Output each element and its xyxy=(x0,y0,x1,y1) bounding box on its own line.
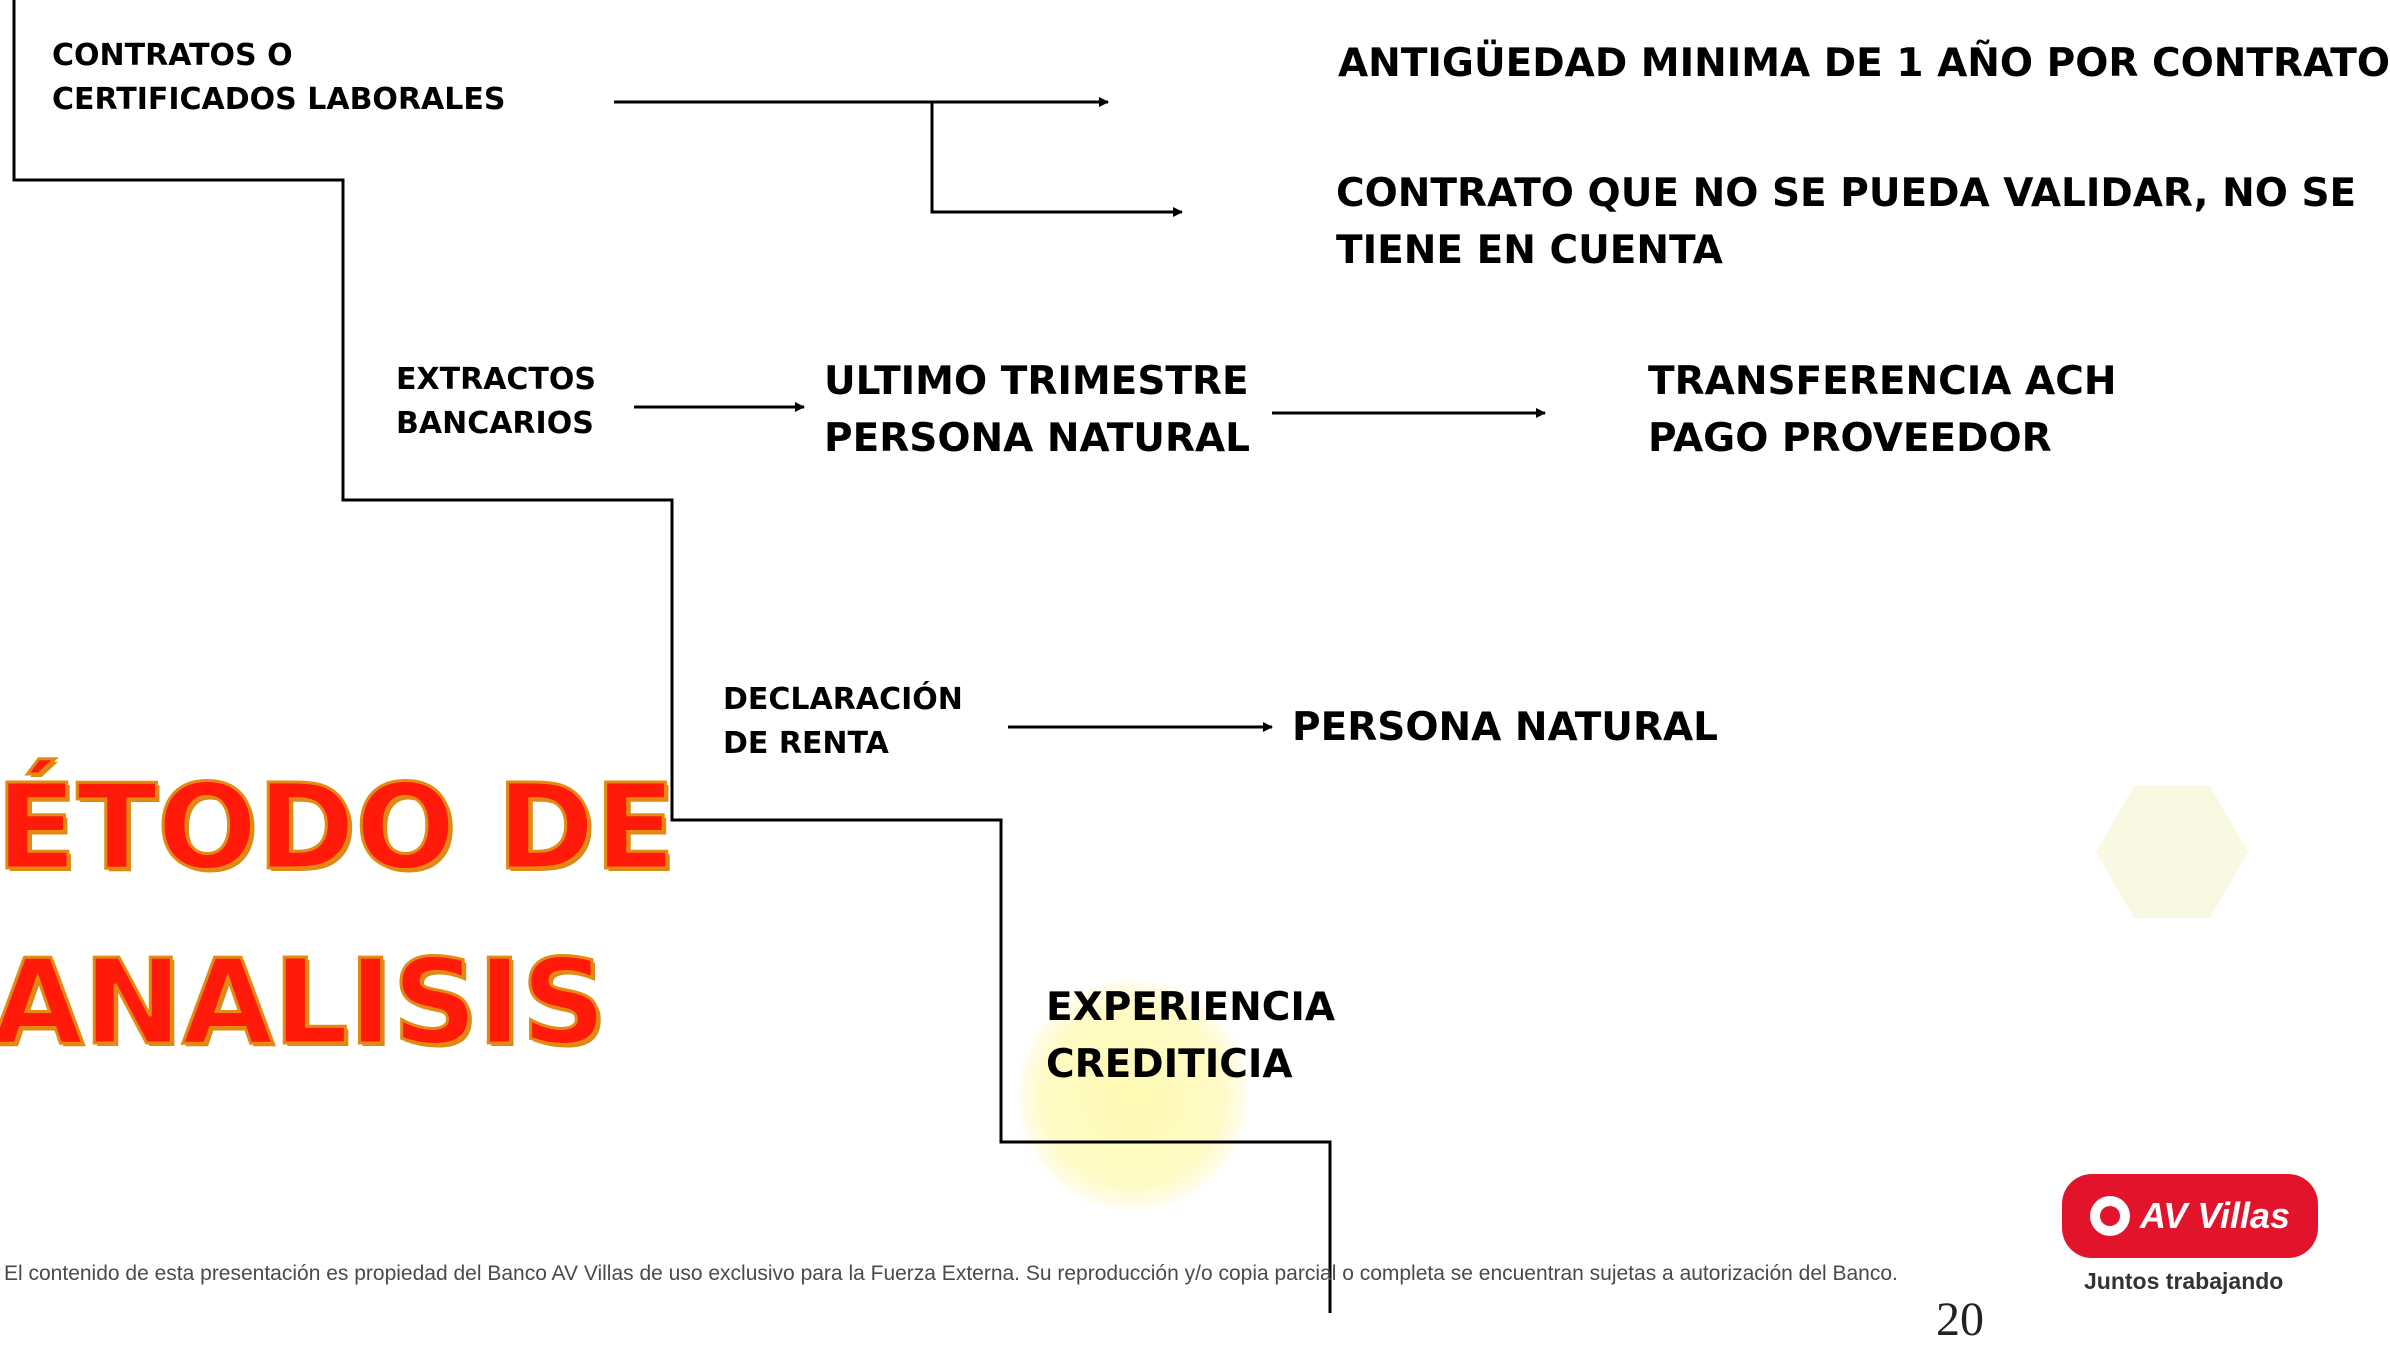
label-extractos-line2: BANCARIOS xyxy=(396,405,594,441)
label-contratos-line2: CERTIFICADOS LABORALES xyxy=(52,81,506,117)
label-trimestre: ULTIMO TRIMESTRE PERSONA NATURAL xyxy=(824,354,1250,467)
decorative-glow-circle xyxy=(1018,980,1248,1210)
label-transferencia-line1: TRANSFERENCIA ACH xyxy=(1648,359,2117,404)
label-trimestre-line2: PERSONA NATURAL xyxy=(824,415,1251,461)
label-extractos: EXTRACTOS BANCARIOS xyxy=(396,358,596,445)
title-line2: ANALISIS xyxy=(0,933,608,1071)
label-validar-line2: TIENE EN CUENTA xyxy=(1336,227,1723,273)
label-antiguedad-text: ANTIGÜEDAD MINIMA DE 1 AÑO POR CONTRATO xyxy=(1338,41,2390,86)
brand-logo-icon xyxy=(2089,1196,2130,1236)
label-declaracion: DECLARACIÓN DE RENTA xyxy=(723,678,963,765)
title-line1: ÉTODO DE xyxy=(0,758,677,896)
brand-name: AV Villas xyxy=(2139,1195,2291,1236)
label-declaracion-line2: DE RENTA xyxy=(723,725,889,761)
diagram-connectors xyxy=(12,0,1546,1313)
arrow-contratos-validar xyxy=(930,102,1183,217)
label-experiencia-line1: EXPERIENCIA xyxy=(1046,985,1336,1030)
label-extractos-line1: EXTRACTOS xyxy=(396,362,596,397)
brand-logo: AV Villas xyxy=(2062,1174,2318,1258)
label-experiencia-line2: CREDITICIA xyxy=(1046,1041,1293,1087)
label-contratos-line1: CONTRATOS O xyxy=(52,38,293,73)
footer-disclaimer: El contenido de esta presentación es pro… xyxy=(4,1262,1898,1285)
label-transferencia: TRANSFERENCIA ACH PAGO PROVEEDOR xyxy=(1648,354,2116,467)
label-transferencia-line2: PAGO PROVEEDOR xyxy=(1648,415,2052,461)
label-declaracion-line1: DECLARACIÓN xyxy=(723,682,963,717)
label-experiencia: EXPERIENCIA CREDITICIA xyxy=(1046,980,1335,1093)
staircase-line xyxy=(12,0,1332,1313)
label-validar: CONTRATO QUE NO SE PUEDA VALIDAR, NO SE … xyxy=(1336,166,2356,279)
label-antiguedad: ANTIGÜEDAD MINIMA DE 1 AÑO POR CONTRATO xyxy=(1338,36,2390,93)
label-persona-natural: PERSONA NATURAL xyxy=(1292,700,1718,757)
label-persona-natural-text: PERSONA NATURAL xyxy=(1292,705,1719,750)
label-trimestre-line1: ULTIMO TRIMESTRE xyxy=(824,359,1249,404)
label-contratos: CONTRATOS O CERTIFICADOS LABORALES xyxy=(52,34,505,121)
label-validar-line1: CONTRATO QUE NO SE PUEDA VALIDAR, NO SE xyxy=(1336,171,2357,216)
page-number: 20 xyxy=(1936,1293,1984,1346)
brand-slogan: Juntos trabajando xyxy=(2084,1268,2284,1294)
